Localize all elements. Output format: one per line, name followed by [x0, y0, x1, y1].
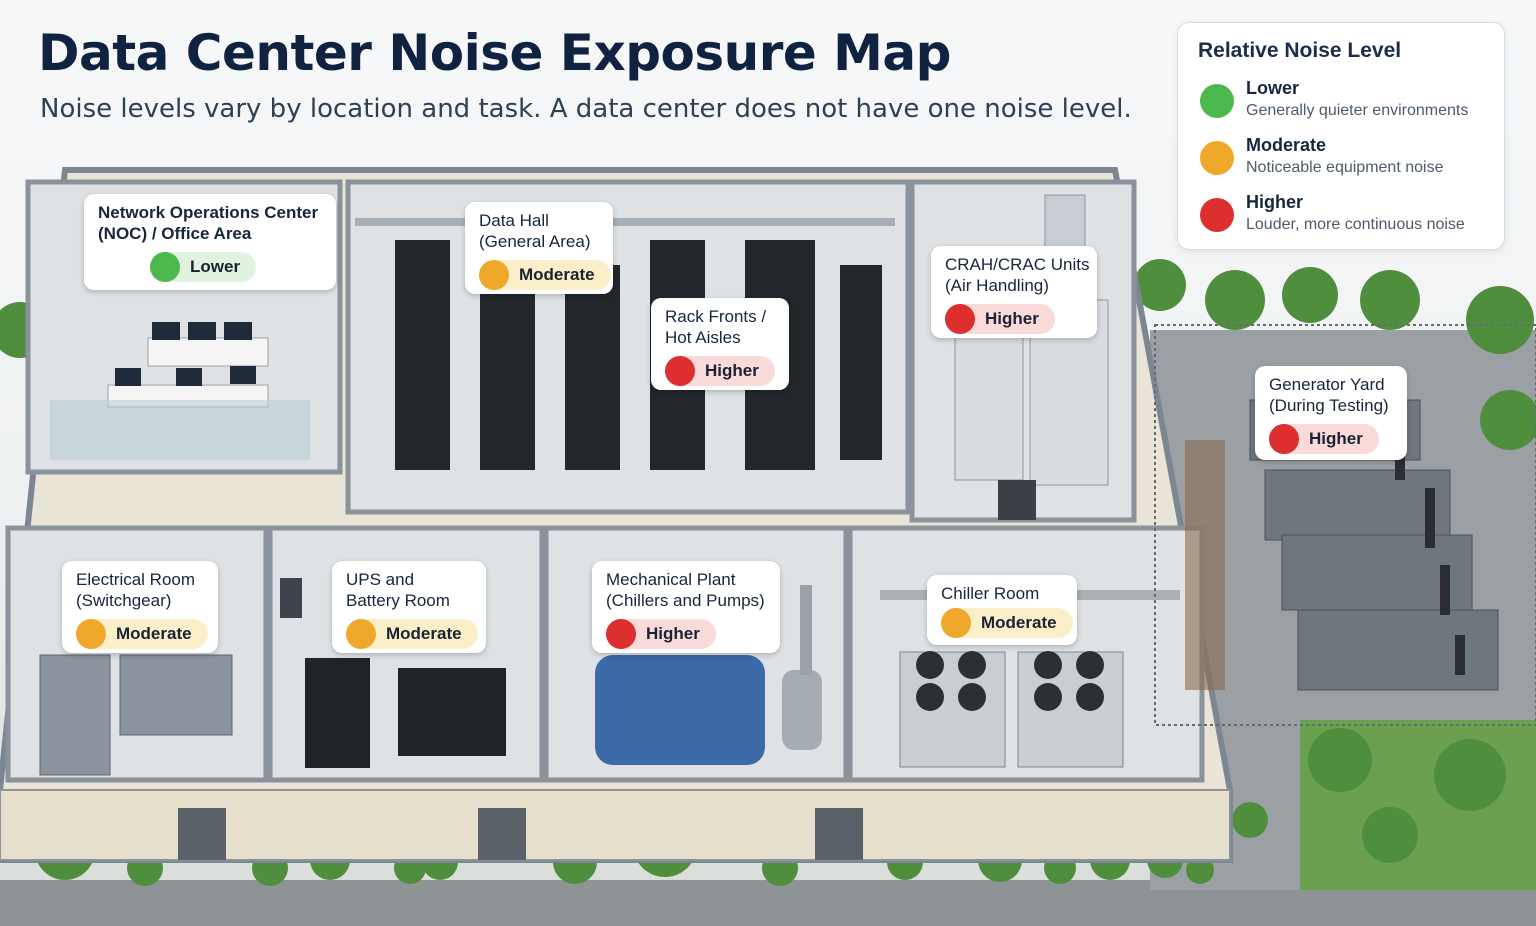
legend-item-higher: Higher Louder, more continuous noise — [1198, 192, 1488, 242]
noise-badge-moderate: Moderate — [346, 619, 478, 649]
noise-badge-higher: Higher — [665, 356, 775, 386]
orange-dot-icon — [479, 260, 509, 290]
zone-name-line2: Battery Room — [346, 591, 450, 610]
zone-name-line2: Hot Aisles — [665, 328, 741, 347]
zone-callout-crah: CRAH/CRAC Units (Air Handling) Higher — [931, 246, 1097, 338]
zone-callout-rack-fronts: Rack Fronts / Hot Aisles Higher — [651, 298, 789, 390]
zone-name-line1: Electrical Room — [76, 570, 196, 589]
noise-badge-moderate: Moderate — [941, 608, 1073, 638]
doors — [178, 808, 863, 860]
zone-callout-electrical: Electrical Room (Switchgear) Moderate — [62, 561, 218, 653]
noise-badge-label: Moderate — [981, 613, 1057, 632]
noise-badge-label: Moderate — [116, 624, 192, 643]
yard-fence — [1154, 324, 1536, 726]
red-dot-icon — [1269, 424, 1299, 454]
green-dot-icon — [1200, 84, 1234, 118]
zone-name-line2: (Switchgear) — [76, 591, 172, 610]
switchgear — [39, 654, 233, 776]
red-dot-icon — [606, 619, 636, 649]
orange-dot-icon — [1200, 141, 1234, 175]
legend-item-description: Generally quieter environments — [1246, 102, 1469, 119]
zone-name-line1: CRAH/CRAC Units — [945, 255, 1090, 274]
noise-badge-label: Lower — [190, 257, 241, 276]
zone-callout-ups: UPS and Battery Room Moderate — [332, 561, 486, 653]
zone-callout-chiller: Chiller Room Moderate — [927, 575, 1077, 645]
zone-name-line1: UPS and — [346, 570, 415, 589]
red-dot-icon — [665, 356, 695, 386]
ups-cabinets — [280, 578, 506, 768]
orange-dot-icon — [346, 619, 376, 649]
zone-name-line1: Data Hall — [479, 211, 549, 230]
page-subtitle: Noise levels vary by location and task. … — [40, 94, 1132, 124]
noise-badge-moderate: Moderate — [479, 260, 611, 290]
zone-name-line2: (Air Handling) — [945, 276, 1049, 295]
pumps — [595, 585, 822, 765]
zone-name-line1: Network Operations Center — [98, 203, 319, 222]
zone-callout-generator: Generator Yard (During Testing) Higher — [1255, 366, 1407, 460]
noise-badge-label: Higher — [705, 361, 759, 380]
noise-badge-label: Higher — [646, 624, 700, 643]
legend-item-lower: Lower Generally quieter environments — [1198, 78, 1488, 128]
legend-item-name: Higher — [1246, 192, 1304, 212]
zone-callout-mechanical: Mechanical Plant (Chillers and Pumps) Hi… — [592, 561, 780, 653]
zone-name-line1: Rack Fronts / — [665, 307, 767, 326]
page-title: Data Center Noise Exposure Map — [38, 24, 951, 82]
legend-item-description: Louder, more continuous noise — [1246, 216, 1465, 233]
zone-name-line2: (General Area) — [479, 232, 591, 251]
noise-badge-label: Higher — [1309, 429, 1363, 448]
zone-name-line2: (Chillers and Pumps) — [606, 591, 765, 610]
zone-callout-data-hall: Data Hall (General Area) Moderate — [465, 202, 613, 294]
noise-badge-label: Higher — [985, 309, 1039, 328]
zone-name-line1: Generator Yard — [1269, 375, 1385, 394]
legend-item-description: Noticeable equipment noise — [1246, 159, 1444, 176]
zone-name-line2: (During Testing) — [1269, 396, 1389, 415]
legend-item-name: Moderate — [1246, 135, 1327, 155]
noise-badge-higher: Higher — [945, 304, 1055, 334]
noise-badge-lower: Lower — [150, 252, 257, 282]
zone-name-line2: (NOC) / Office Area — [98, 224, 252, 243]
noise-badge-label: Moderate — [386, 624, 462, 643]
noise-badge-label: Moderate — [519, 265, 595, 284]
legend-title: Relative Noise Level — [1198, 39, 1402, 62]
zone-callout-noc: Network Operations Center (NOC) / Office… — [84, 194, 336, 290]
legend-item-moderate: Moderate Noticeable equipment noise — [1198, 135, 1488, 185]
legend: Relative Noise Level Lower Generally qui… — [1177, 22, 1505, 250]
red-dot-icon — [945, 304, 975, 334]
noise-badge-higher: Higher — [606, 619, 716, 649]
green-dot-icon — [150, 252, 180, 282]
noise-badge-moderate: Moderate — [76, 619, 208, 649]
noc-desks — [50, 322, 310, 460]
zone-name-line1: Mechanical Plant — [606, 570, 736, 589]
orange-dot-icon — [76, 619, 106, 649]
overhead-pipe — [355, 218, 895, 226]
orange-dot-icon — [941, 608, 971, 638]
legend-item-name: Lower — [1246, 78, 1300, 98]
red-dot-icon — [1200, 198, 1234, 232]
noise-badge-higher: Higher — [1269, 424, 1379, 454]
zone-name-line1: Chiller Room — [941, 584, 1040, 603]
